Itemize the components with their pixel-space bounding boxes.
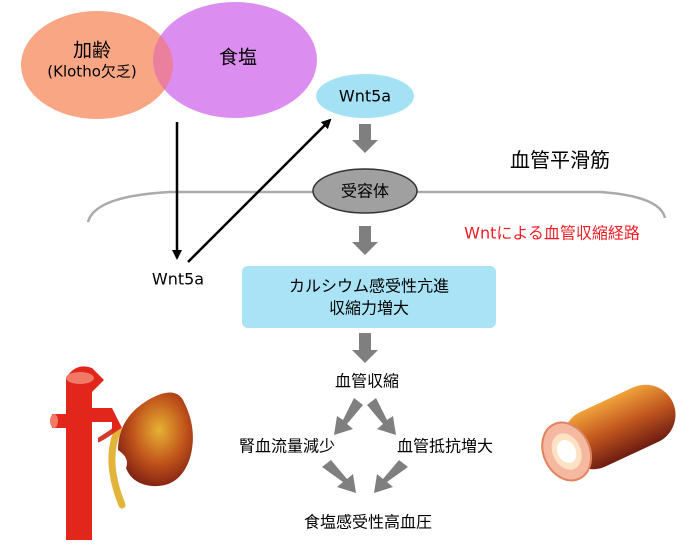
salt-label: 食塩 xyxy=(218,46,258,69)
wnt5a-left-label: Wnt5a xyxy=(151,269,205,289)
salt-circle xyxy=(153,2,317,118)
blood-vessel-illustration xyxy=(541,384,676,482)
box-text-line1: カルシウム感受性亢進 xyxy=(288,276,450,296)
aging-label-line2: (Klotho欠乏) xyxy=(47,62,137,81)
box-text: カルシウム感受性亢進 収縮力増大 xyxy=(289,275,449,318)
wnt5a-top-label: Wnt5a xyxy=(338,86,392,106)
calcium-sensitivity-box xyxy=(242,266,496,328)
aging-label-line1: 加齢 xyxy=(72,39,112,62)
aorta-kidney-illustration xyxy=(50,366,193,540)
vasoconstriction-label: 血管収縮 xyxy=(334,371,400,391)
renal-flow-label: 腎血流量減少 xyxy=(238,436,336,456)
hypertension-label: 食塩感受性高血圧 xyxy=(303,512,433,532)
arrow-renal-to-hypertension xyxy=(322,460,356,493)
wnt5a-ellipse xyxy=(316,74,414,118)
pathway-label: Wntによる血管収縮経路 xyxy=(464,223,640,243)
receptor-ellipse xyxy=(312,168,418,214)
arrow-wnt5a-to-top xyxy=(187,118,332,263)
aging-circle xyxy=(21,11,173,119)
arrow-resistance-to-hypertension xyxy=(374,460,408,493)
arrow-to-renal-flow xyxy=(334,398,363,435)
gray-arrows xyxy=(322,124,408,493)
smooth-muscle-label: 血管平滑筋 xyxy=(510,148,610,172)
aging-label: 加齢 (Klotho欠乏) xyxy=(47,40,136,81)
arrow-receptor-to-box xyxy=(352,226,378,255)
arrow-to-resistance xyxy=(367,398,396,435)
arrow-wnt5a-to-receptor xyxy=(352,124,378,153)
box-text-line2: 収縮力増大 xyxy=(328,298,410,317)
cell-membrane xyxy=(86,190,667,223)
receptor-label: 受容体 xyxy=(340,181,390,201)
resistance-label: 血管抵抗増大 xyxy=(396,436,494,456)
arrow-box-to-constriction xyxy=(352,333,378,363)
